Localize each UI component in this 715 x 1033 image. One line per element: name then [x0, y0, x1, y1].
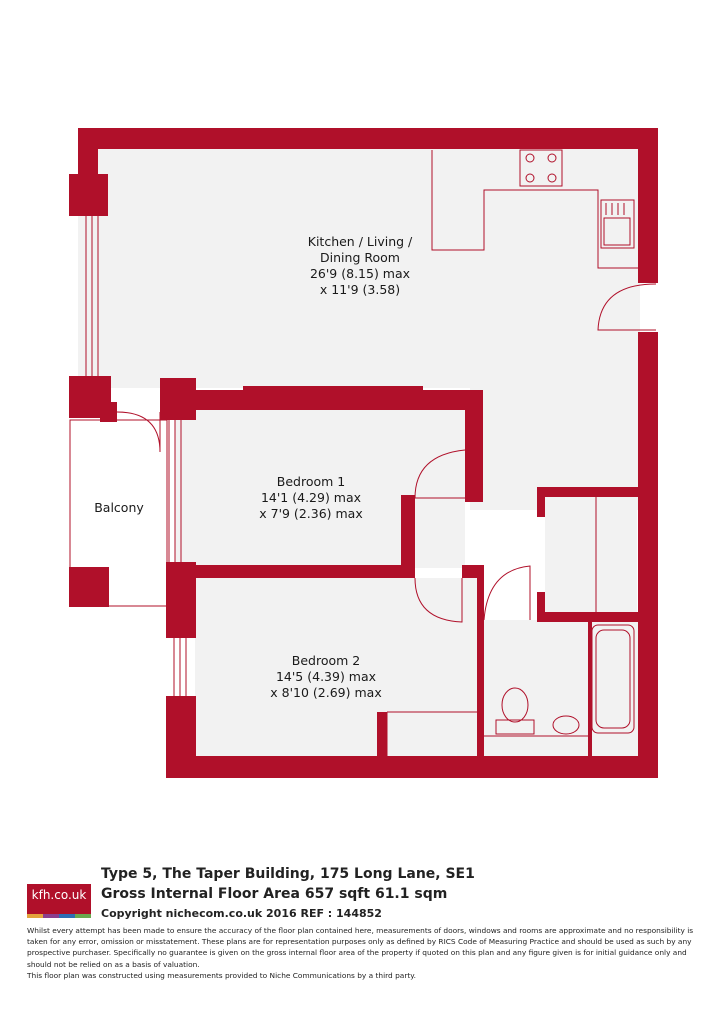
- wall-bottom: [166, 756, 658, 778]
- kitchen-floor-right: [470, 290, 640, 510]
- logo-stripes: [27, 914, 91, 918]
- wall-cupboard-left: [537, 487, 545, 517]
- bedroom1-door: [414, 449, 466, 499]
- bedroom2-label: Bedroom 2: [292, 653, 360, 668]
- bedroom2-dim-1: 14'5 (4.39) max: [276, 669, 376, 684]
- balcony-label: Balcony: [94, 500, 144, 515]
- balcony-door: [116, 411, 161, 453]
- walls: [69, 128, 658, 778]
- wall-middle-right: [462, 565, 484, 578]
- kitchen-dim-2: x 11'9 (3.58): [320, 282, 400, 297]
- entrance-door: [597, 283, 657, 331]
- wall-left-door-post: [100, 402, 117, 422]
- wall-right-upper: [638, 128, 658, 283]
- room-labels: Kitchen / Living / Dining Room 26'9 (8.1…: [94, 234, 413, 700]
- bedroom2-door: [414, 577, 463, 623]
- wall-bed2-left: [166, 562, 196, 638]
- basin: [552, 715, 580, 735]
- wall-bed1-right-top: [465, 390, 483, 502]
- kitchen-units: [431, 149, 638, 269]
- wall-cupboard-top: [537, 487, 640, 497]
- logo-text: kfh.co.uk: [31, 888, 87, 902]
- kitchen-label-1: Kitchen / Living /: [308, 234, 413, 249]
- floor-plan: Kitchen / Living / Dining Room 26'9 (8.1…: [69, 128, 658, 778]
- disclaimer-text: Whilst every attempt has been made to en…: [27, 926, 694, 969]
- kitchen-sink: [600, 199, 635, 249]
- logo-stripe: [43, 914, 59, 918]
- bedroom2-dim-2: x 8'10 (2.69) max: [270, 685, 381, 700]
- wall-bath-left: [477, 578, 484, 768]
- wall-bed1-topleft: [243, 386, 423, 398]
- bedroom1-dim-1: 14'1 (4.29) max: [261, 490, 361, 505]
- wall-bed1-right-bottom: [401, 495, 415, 573]
- cupboard-floor: [545, 497, 637, 612]
- bathroom-door: [483, 565, 531, 621]
- toilet-bowl: [501, 687, 529, 723]
- wall-bath-inner: [588, 620, 592, 756]
- logo-stripe: [75, 914, 91, 918]
- floor-area: Gross Internal Floor Area 657 sqft 61.1 …: [101, 886, 448, 902]
- disclaimer-note: This floor plan was constructed using me…: [27, 970, 416, 980]
- windows: [85, 216, 187, 696]
- wall-cupboard-left-lower: [537, 592, 545, 622]
- bedroom2-floor: [195, 578, 477, 756]
- kfh-logo[interactable]: kfh.co.uk: [27, 884, 91, 918]
- wall-bed2-stub: [377, 712, 387, 758]
- wall-bed1-top-corner: [160, 378, 196, 420]
- wall-top: [78, 128, 658, 149]
- bedroom1-dim-2: x 7'9 (2.36) max: [259, 506, 362, 521]
- bedroom1-label: Bedroom 1: [277, 474, 345, 489]
- doors: [116, 283, 657, 623]
- logo-stripe: [59, 914, 75, 918]
- wall-cupboard-bottom: [537, 612, 640, 622]
- logo-stripe: [27, 914, 43, 918]
- kitchen-label-2: Dining Room: [320, 250, 400, 265]
- wall-left-block: [69, 174, 108, 216]
- property-title: Type 5, The Taper Building, 175 Long Lan…: [101, 866, 475, 882]
- disclaimer: Whilst every attempt has been made to en…: [27, 925, 711, 981]
- wall-right-lower: [638, 332, 658, 778]
- bathtub: [591, 624, 635, 734]
- wall-left-top: [78, 128, 98, 176]
- wardrobe: [386, 711, 477, 756]
- kitchen-dim-1: 26'9 (8.15) max: [310, 266, 410, 281]
- wall-balcony-bottom-block: [69, 567, 109, 607]
- wall-middle: [166, 565, 415, 578]
- bedroom1-floor: [175, 410, 465, 568]
- toilet-cistern: [495, 719, 535, 735]
- bathroom-fixtures: [484, 624, 635, 737]
- copyright-ref: Copyright nichecom.co.uk 2016 REF : 1448…: [101, 907, 382, 920]
- hob: [519, 149, 563, 187]
